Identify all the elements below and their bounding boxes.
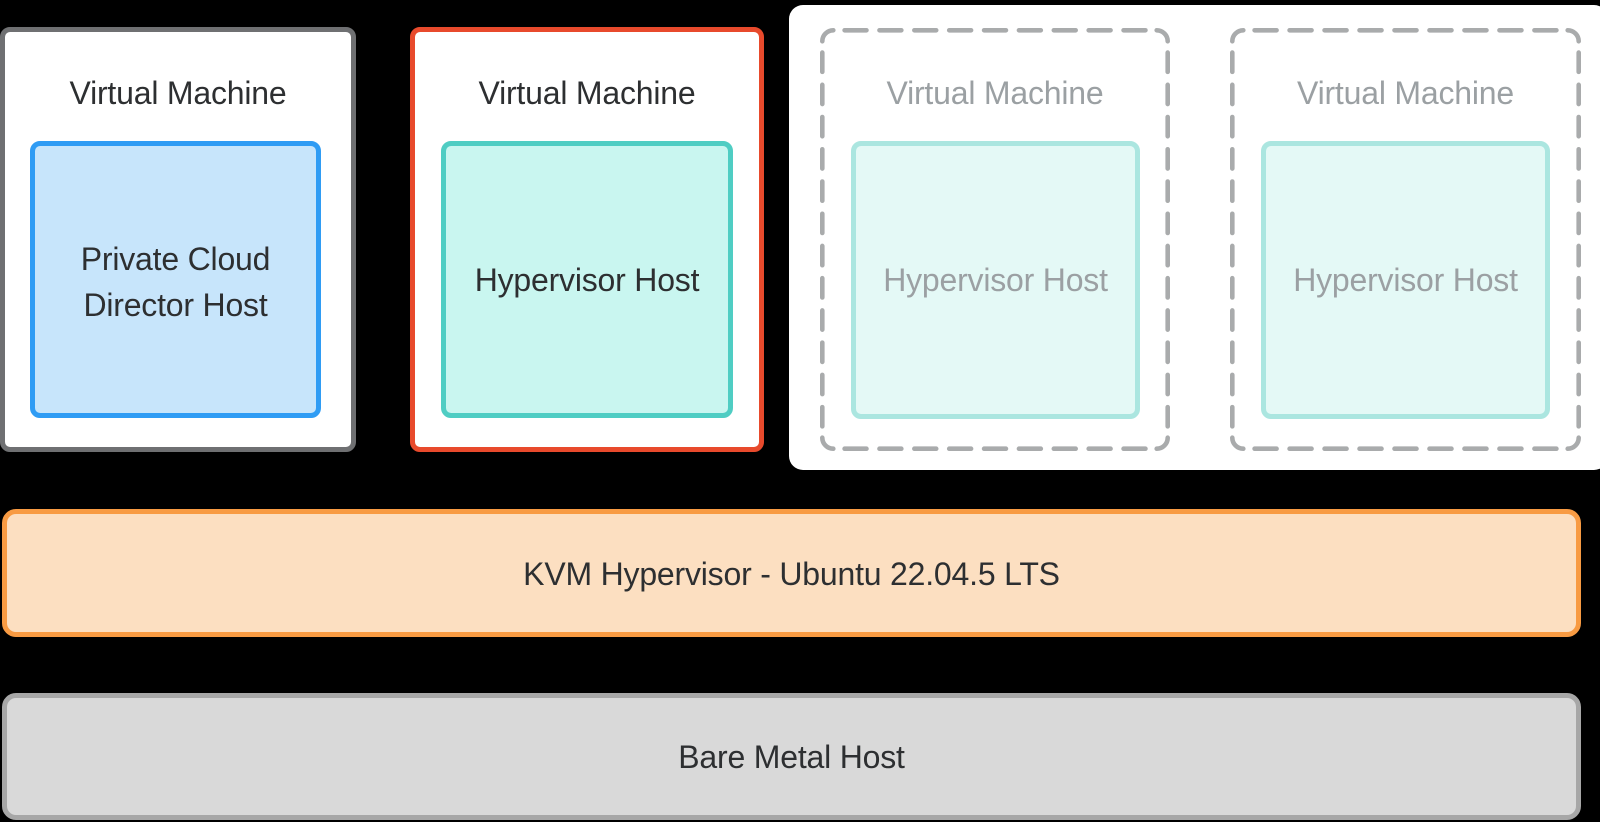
vm-title: Virtual Machine <box>478 75 696 111</box>
private-cloud-director-host-card: Private Cloud Director Host <box>30 141 321 418</box>
planned-vms-group: Virtual Machine Hypervisor Host Virtual … <box>789 5 1600 470</box>
bare-metal-label: Bare Metal Host <box>678 739 905 775</box>
kvm-hypervisor-label: KVM Hypervisor - Ubuntu 22.04.5 LTS <box>523 556 1060 592</box>
inner-label-line: Private Cloud <box>80 240 271 277</box>
vm-box-planned-hypervisor-1: Virtual Machine Hypervisor Host <box>820 28 1170 451</box>
inner-label-line: Hypervisor Host <box>883 262 1108 298</box>
inner-label-line: Director Host <box>83 286 268 323</box>
hypervisor-host-card: Hypervisor Host <box>851 141 1140 419</box>
hypervisor-host-card: Hypervisor Host <box>441 141 733 418</box>
vm-box-planned-hypervisor-2: Virtual Machine Hypervisor Host <box>1230 28 1581 451</box>
dashed-border <box>820 28 1170 451</box>
vm-box-director: Virtual Machine Private Cloud Director H… <box>0 27 356 452</box>
vm-title: Virtual Machine <box>1297 75 1514 111</box>
hypervisor-host-card: Hypervisor Host <box>1261 141 1550 419</box>
vm-title: Virtual Machine <box>69 75 287 111</box>
vm-box-active-hypervisor: Virtual Machine Hypervisor Host <box>410 27 764 452</box>
vm-title: Virtual Machine <box>886 75 1104 111</box>
bare-metal-layer: Bare Metal Host <box>2 693 1581 820</box>
inner-label-line: Hypervisor Host <box>1293 262 1518 298</box>
dashed-border <box>1230 28 1581 451</box>
kvm-hypervisor-layer: KVM Hypervisor - Ubuntu 22.04.5 LTS <box>2 509 1581 637</box>
inner-label-line: Hypervisor Host <box>474 261 700 298</box>
